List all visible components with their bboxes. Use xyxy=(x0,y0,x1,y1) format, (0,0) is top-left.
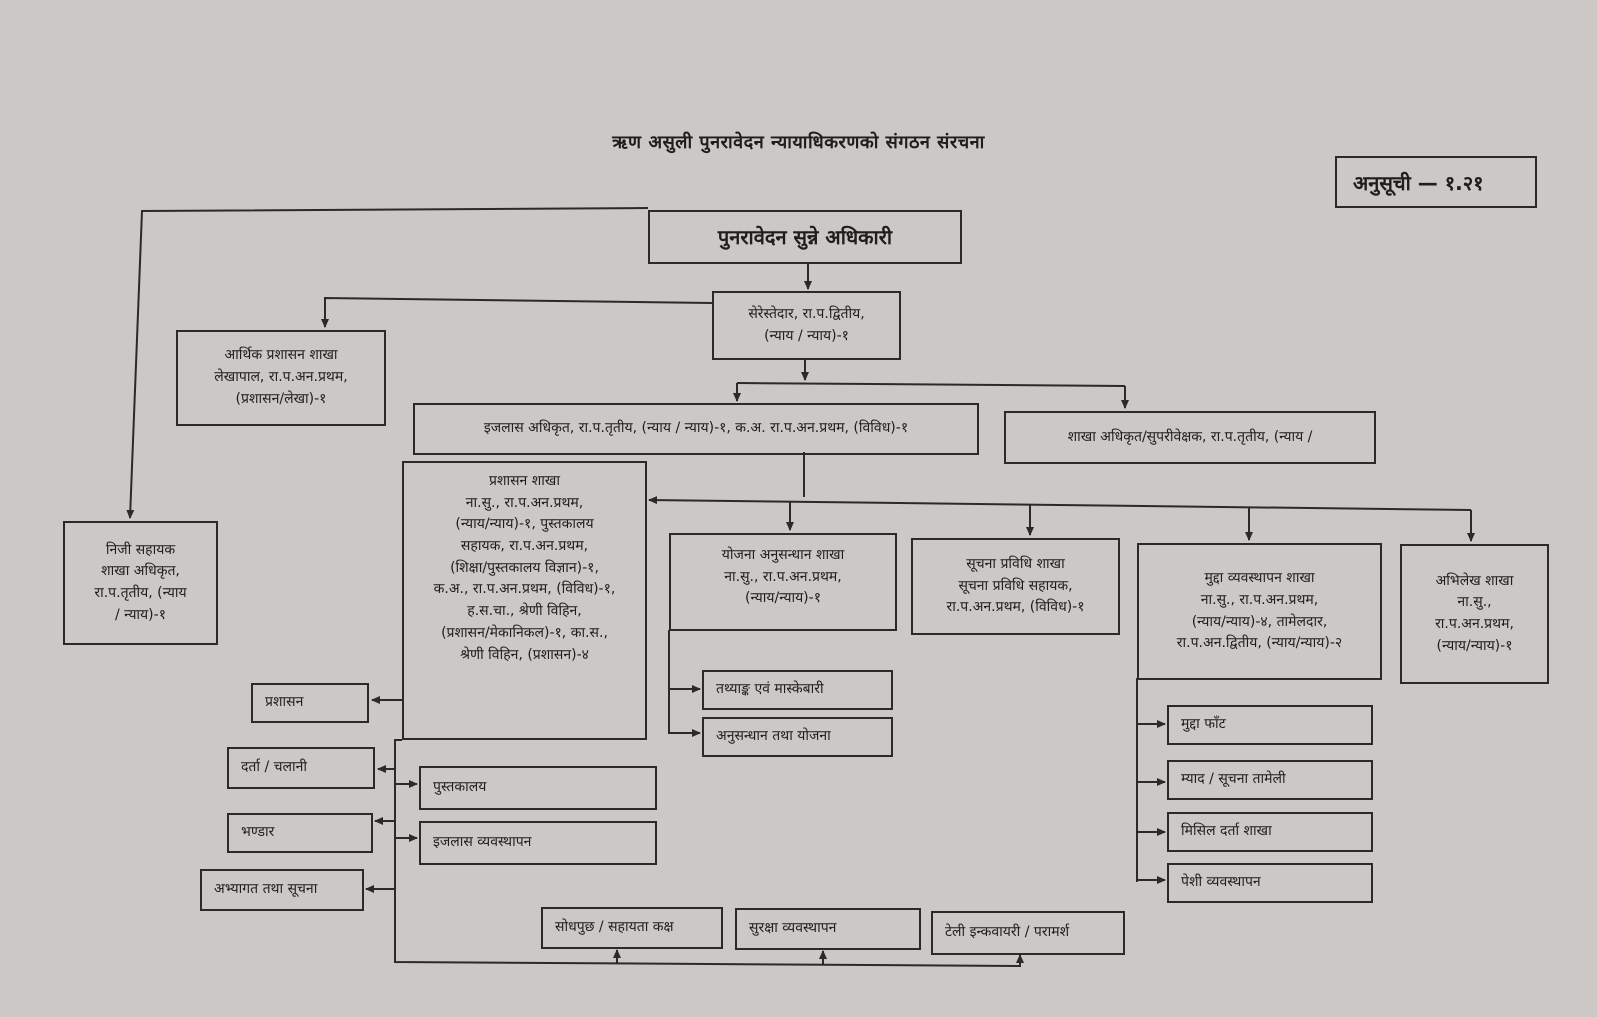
node-section-officer: शाखा अधिकृत/सुपरीवेक्षक, रा.प.तृतीय, (न्… xyxy=(1004,411,1376,464)
node-text-line: ना.सु., रा.प.अन.प्रथम, xyxy=(465,494,584,511)
node-text-line: (प्रशासन/मेकानिकल)-१, का.स., xyxy=(441,624,608,641)
node-text-line: प्रशासन xyxy=(265,694,304,711)
node-text-line: श्रेणी विहिन, (प्रशासन)-४ xyxy=(460,646,589,663)
node-text-line: रा.प.अन.द्वितीय, (न्याय/न्याय)-२ xyxy=(1176,635,1343,652)
node-text-line: टेली इन्कवायरी / परामर्श xyxy=(945,924,1070,941)
node-text-line: पुस्तकालय xyxy=(433,779,487,796)
node-text-line: ना.सु., xyxy=(1457,594,1492,611)
node-text-line: रा.प.अन.प्रथम, (विविध)-१ xyxy=(946,599,1085,616)
node-text-line: तथ्याङ्क एवं मास्केबारी xyxy=(716,681,824,698)
node-text-line: पेशी व्यवस्थापन xyxy=(1181,874,1261,891)
node-text-line: (न्याय/न्याय)-१ xyxy=(1436,637,1513,654)
node-visitor-info: अभ्यागत तथा सूचना xyxy=(200,869,364,911)
node-text-line: रा.प.अन.प्रथम, xyxy=(1435,616,1514,632)
node-file-registry: मिसिल दर्ता शाखा xyxy=(1167,812,1373,852)
node-store: भण्डार xyxy=(227,813,373,853)
node-research-planning: अनुसन्धान तथा योजना xyxy=(702,717,893,757)
node-administration: प्रशासन xyxy=(251,683,369,723)
node-text-line: (न्याय/न्याय)-१ xyxy=(745,590,821,607)
node-statistics: तथ्याङ्क एवं मास्केबारी xyxy=(702,670,893,710)
node-text-line: सूचना प्रविधि शाखा xyxy=(966,555,1065,572)
node-text-line: (न्याय/न्याय)-१, पुस्तकालय xyxy=(455,516,594,533)
node-text-line: मुद्दा फाँट xyxy=(1181,716,1226,733)
connector xyxy=(648,496,1472,511)
node-enquiry-help: सोधपुछ / सहायता कक्ष xyxy=(541,907,723,949)
node-ijlas-officer: इजलास अधिकृत, रा.प.तृतीय, (न्याय / न्याय… xyxy=(413,403,979,455)
node-case-split: मुद्दा फाँट xyxy=(1167,705,1373,745)
node-text-line: सहायक, रा.प.अन.प्रथम, xyxy=(460,538,589,555)
node-text-line: दर्ता / चलानी xyxy=(241,759,308,776)
node-appeal-officer: पुनरावेदन सुन्ने अधिकारी xyxy=(648,210,962,264)
node-text-line: सेरेस्तेदार, रा.प.द्वितीय, xyxy=(748,305,865,322)
node-text-line: ना.सु., रा.प.अन.प्रथम, xyxy=(724,568,842,585)
node-text-line: इजलास व्यवस्थापन xyxy=(433,834,532,851)
node-text-line: ना.सु., रा.प.अन.प्रथम, xyxy=(1200,591,1319,608)
node-finance-section: आर्थिक प्रशासन शाखा लेखापाल, रा.प.अन.प्रथ… xyxy=(176,330,386,426)
connector xyxy=(394,739,1024,968)
node-text-line: सूचना प्रविधि सहायक, xyxy=(958,577,1073,594)
node-text-line: प्रशासन शाखा xyxy=(488,473,561,489)
node-text-line: रा.प.तृतीय, (न्याय xyxy=(94,585,187,601)
node-serestedar: सेरेस्तेदार, रा.प.द्वितीय, (न्याय / न्याय… xyxy=(712,291,901,360)
node-security: सुरक्षा व्यवस्थापन xyxy=(735,908,921,950)
node-text-line: क.अ., रा.प.अन.प्रथम, (विविध)-१, xyxy=(433,581,616,598)
node-court-management: इजलास व्यवस्थापन xyxy=(419,821,657,865)
node-text-line: निजी सहायक xyxy=(105,541,176,558)
schedule-badge: अनुसूची — १.२१ xyxy=(1335,156,1537,208)
connector xyxy=(321,296,713,328)
node-text-line: अभ्यागत तथा सूचना xyxy=(214,881,318,898)
node-text-line: (शिक्षा/पुस्तकालय विज्ञान)-१, xyxy=(450,559,599,576)
node-planning-section: योजना अनुसन्धान शाखा ना.सु., रा.प.अन.प्रथ… xyxy=(669,533,897,631)
node-text-line: / न्याय)-१ xyxy=(115,606,166,623)
node-notice-service: म्याद / सूचना तामेली xyxy=(1167,760,1373,800)
node-it-section: सूचना प्रविधि शाखा सूचना प्रविधि सहायक, रा… xyxy=(911,538,1120,635)
node-text-line: शाखा अधिकृत, xyxy=(101,563,180,580)
node-text-line: अनुसन्धान तथा योजना xyxy=(716,728,831,745)
node-library: पुस्तकालय xyxy=(419,766,657,810)
node-text-line: म्याद / सूचना तामेली xyxy=(1181,771,1286,788)
node-text-line: इजलास अधिकृत, रा.प.तृतीय, (न्याय / न्याय… xyxy=(483,420,909,437)
node-text-line: सोधपुछ / सहायता कक्ष xyxy=(555,919,674,936)
node-text-line: अभिलेख शाखा xyxy=(1435,572,1514,589)
node-text-line: (प्रशासन/लेखा)-१ xyxy=(235,390,327,407)
node-text-line: आर्थिक प्रशासन शाखा xyxy=(224,347,338,364)
node-tele-enquiry: टेली इन्कवायरी / परामर्श xyxy=(931,911,1125,955)
node-text-line: सुरक्षा व्यवस्थापन xyxy=(749,920,837,937)
node-records-section: अभिलेख शाखा ना.सु., रा.प.अन.प्रथम, (न्याय/न… xyxy=(1400,544,1549,684)
node-text-line: (न्याय/न्याय)-४, तामेलदार, xyxy=(1191,613,1328,630)
chart-title: ऋण असुली पुनरावेदन न्यायाधिकरणको संगठन स… xyxy=(612,132,985,153)
node-text-line: मुद्दा व्यवस्थापन शाखा xyxy=(1204,570,1315,587)
connector xyxy=(668,630,701,737)
node-private-assistant: निजी सहायक शाखा अधिकृत, रा.प.तृतीय, (न्याय… xyxy=(63,521,218,645)
node-text-line: ह.स.चा., श्रेणी विहिन, xyxy=(467,603,582,620)
node-text-line: योजना अनुसन्धान शाखा xyxy=(721,547,845,563)
node-registry-dispatch: दर्ता / चलानी xyxy=(227,747,375,789)
node-text-line: पुनरावेदन सुन्ने अधिकारी xyxy=(717,224,893,249)
node-hearing-mgmt: पेशी व्यवस्थापन xyxy=(1167,863,1373,903)
connector xyxy=(126,207,649,519)
node-text-line: मिसिल दर्ता शाखा xyxy=(1181,823,1272,840)
node-admin-section: प्रशासन शाखा ना.सु., रा.प.अन.प्रथम, (न्याय… xyxy=(402,461,647,740)
node-text-line: लेखापाल, रा.प.अन.प्रथम, xyxy=(214,369,348,386)
node-text-line: (न्याय / न्याय)-१ xyxy=(764,327,849,344)
node-text-line: भण्डार xyxy=(241,824,275,841)
node-case-mgmt-section: मुद्दा व्यवस्थापन शाखा ना.सु., रा.प.अन.प्… xyxy=(1137,543,1382,680)
connector xyxy=(736,382,1126,387)
node-text-line: शाखा अधिकृत/सुपरीवेक्षक, रा.प.तृतीय, (न्… xyxy=(1067,428,1313,445)
